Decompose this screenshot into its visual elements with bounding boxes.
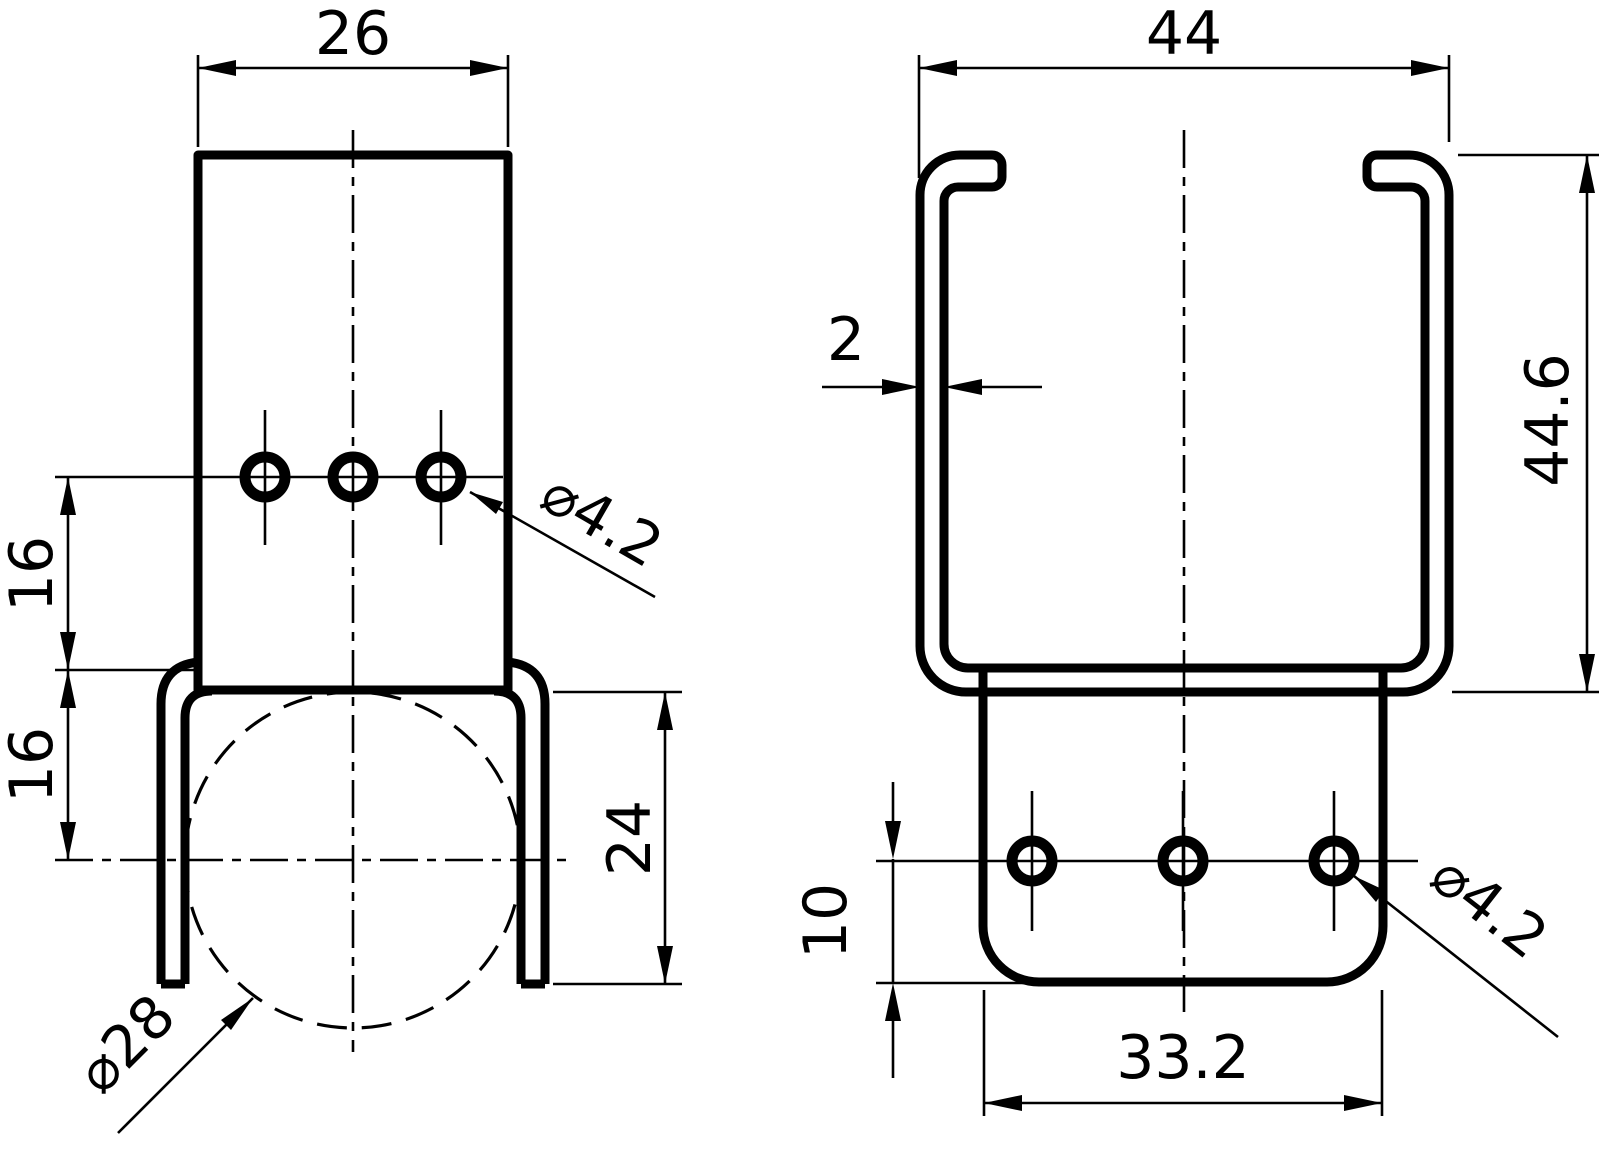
dim-tab-width-label: 33.2	[1116, 1023, 1250, 1093]
dim-plate-width: 26	[196, 0, 510, 147]
leader-side-hole-dia: ⌀4.2	[469, 458, 674, 599]
dim-plate-width-label: 26	[315, 0, 391, 69]
dim-holes-to-bend-label: 16	[0, 536, 67, 612]
dim-overall-height-label: 44.6	[1513, 353, 1583, 487]
front-hole-diameter-label: ⌀4.2	[1418, 840, 1560, 972]
side-view-right-leg-inner	[493, 686, 526, 984]
dim-tab-width: 33.2	[982, 990, 1384, 1116]
dim-holes-to-bottom-label: 10	[791, 883, 861, 959]
dim-leg-length-label: 24	[595, 800, 665, 876]
side-view-left-leg-inner	[180, 686, 213, 984]
dim-sheet-thickness: 2	[822, 305, 1042, 395]
front-view: 44 2 44.6 10	[791, 0, 1599, 1116]
dim-holes-to-bottom: 10	[791, 782, 1038, 1078]
dim-bend-to-axis-label: 16	[0, 727, 67, 803]
side-hole-diameter-label: ⌀4.2	[530, 458, 674, 580]
dim-overall-height: 44.6	[1452, 153, 1599, 694]
dim-sheet-thickness-label: 2	[827, 305, 865, 375]
side-view-right-leg-outer	[507, 657, 550, 984]
side-view-left-leg-outer	[156, 657, 199, 984]
dim-leg-length: 24	[553, 690, 682, 986]
leader-tube-dia: ⌀28	[63, 981, 254, 1134]
dim-hole-offsets: 16 16	[0, 475, 503, 860]
tube-diameter-label: ⌀28	[63, 981, 188, 1106]
dim-overall-width: 44	[917, 0, 1451, 178]
dim-overall-width-label: 44	[1146, 0, 1222, 69]
side-view: 26 16 16 24 ⌀4.2	[0, 0, 682, 1134]
